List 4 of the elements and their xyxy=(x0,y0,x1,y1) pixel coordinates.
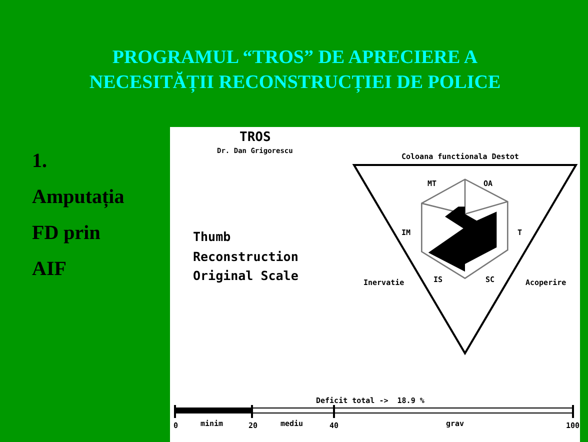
slide-title: PROGRAMUL “TROS” DE APRECIERE A NECESITĂȚII RECONSTRUCȚIEI DE POLICE xyxy=(88,46,502,95)
case-description: 1. Amputația FD prin AIF xyxy=(32,149,124,282)
scale-name: Thumb Reconstruction Original Scale xyxy=(193,228,298,285)
program-name: TROS xyxy=(240,130,271,145)
